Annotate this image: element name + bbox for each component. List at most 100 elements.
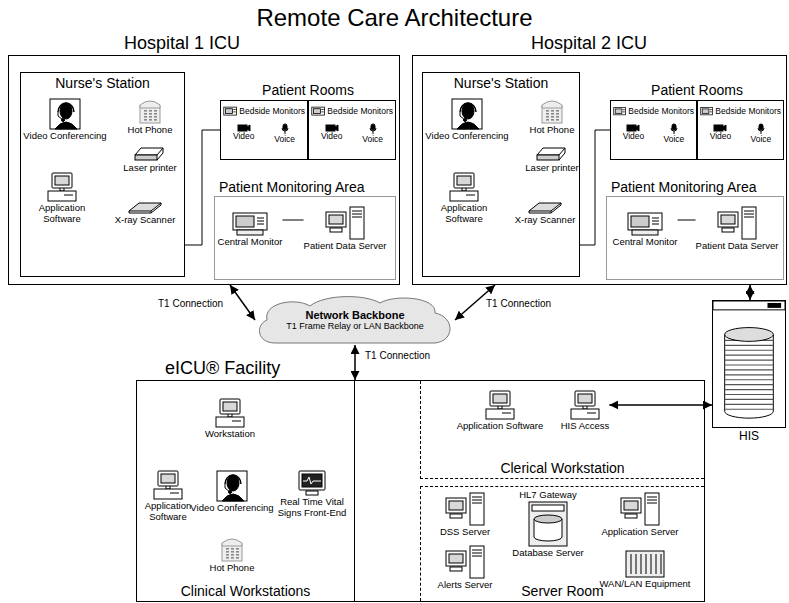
device-label: Application Software [457,421,544,432]
bed-icon [223,105,237,118]
server-icon [445,492,485,526]
edge-label: T1 Connection [363,350,432,362]
device-label: Video Conferencing [23,131,106,142]
room-box: Bedside MonitorsVideo Voice [610,100,697,160]
pc-icon [153,470,183,500]
device-node: Application Software [32,172,92,225]
bed-icon [700,105,713,118]
connector [609,404,712,406]
his-node: HIS [712,300,786,428]
device-label: X-ray Scanner [115,215,176,226]
region-box: eICU® FacilityClinical WorkstationsWorks… [136,380,705,602]
region-heading: Patient Monitoring Area [219,179,365,195]
cloud-subtitle: T1 Frame Relay or LAN Backbone [286,321,424,331]
connector [749,285,751,300]
cmon-icon [232,212,268,236]
region-box: Clinical WorkstationsWorkstationApplicat… [137,381,355,601]
region-heading: Patient Rooms [220,80,396,98]
device-node: Video Conferencing [23,98,106,142]
device-label: Laser printer [525,163,578,174]
connector [677,220,695,221]
edge-label: T1 Connection [156,298,225,310]
device-node: HIS Access [561,390,610,432]
room-box: Bedside MonitorsVideoVoice [308,100,396,160]
mic-icon [369,123,377,135]
vit-icon [297,470,327,496]
region-box: Patient RoomsBedside MonitorsVideoVoiceB… [610,80,784,160]
his-label: HIS [713,430,785,444]
device-label: HL7 Gateway [519,490,577,501]
device-label: HIS Access [561,421,610,432]
phone-icon [138,98,162,124]
device-label: Central Monitor [218,237,283,248]
device-node: DSS Server [440,492,490,538]
device-node: Laser printer [123,146,176,174]
cmon-icon [627,212,663,236]
device-label: Workstation [205,429,255,440]
mic-icon [281,123,289,135]
cam-icon [237,123,251,132]
device-node: Application Software [434,172,494,225]
room-label: Bedside Monitors [327,107,393,117]
device-label: Hot Phone [530,125,575,136]
device-label: Hot Phone [210,563,255,574]
device-label: Video Conferencing [190,503,273,514]
device-node: Real Time Vital Signs Front-End [272,470,352,519]
region-heading: Hospital 1 ICU [124,33,240,54]
region-heading: Patient Monitoring Area [611,179,757,195]
device-label: Database Server [512,548,583,559]
room-label: Voice [362,135,383,145]
vc-icon [451,98,483,130]
device-label: Application Software [32,203,92,225]
device-node: Central Monitor [218,212,283,248]
room-label: Video [623,132,645,142]
connector [282,220,303,221]
device-node: Hot Phone [530,98,575,136]
cam-icon [713,123,727,132]
device-node: Application Server [601,492,678,538]
room-box: Bedside MonitorsVideoVoice [220,100,308,160]
scanner-icon [128,202,162,214]
room-label: Bedside Monitors [628,107,694,117]
room-label: Voice [664,135,685,145]
device-node: Laser printer [525,146,578,174]
region-box: Nurse's StationVideo ConferencingHot Pho… [422,72,580,277]
device-node: Hot Phone [210,536,255,574]
db-icon [528,501,568,547]
phone-icon [540,98,564,124]
network-cloud: Network BackboneT1 Frame Relay or LAN Ba… [255,295,455,345]
region-box: Nurse's StationVideo Conferencing Hot Pho… [20,72,185,277]
device-node: Workstation [205,398,255,440]
pc-icon [570,390,600,420]
server-icon [325,206,365,240]
room-box: Bedside MonitorsVideoVoice [697,100,784,160]
room-label: Video [233,132,255,142]
device-label: Hot Phone [128,125,173,136]
device-node: Video Conferencing [190,470,273,514]
device-node: Alerts Server [438,545,493,591]
mic-icon [757,123,765,135]
cloud-title: Network Backbone [305,309,404,322]
room-label: Video [710,132,732,142]
server-icon [620,492,660,526]
connector [354,345,356,380]
device-label: X-ray Scanner [515,215,576,226]
device-label: Patient Data Server [304,241,387,252]
region-box: Clerical WorkstationApplication Software… [420,381,704,479]
region-heading: Nurse's Station [21,73,184,91]
device-node: Hot Phone [128,98,173,136]
device-label: Laser printer [123,163,176,174]
device-node: Patient Data Server [304,206,387,252]
region-box: Hospital 2 ICUNurse's StationVideo Confe… [412,55,787,285]
region-box: Patient RoomsBedside MonitorsVideoVoiceB… [220,80,396,160]
his-database [713,301,785,427]
connector [230,285,255,320]
cam-icon [626,123,640,132]
phone-icon [220,536,244,562]
device-label: DSS Server [440,527,490,538]
rack-icon [625,550,665,578]
region-heading: Patient Rooms [610,80,784,98]
region-box: Patient Monitoring AreaCentral MonitorPa… [214,196,396,280]
device-node: Video Conferencing [425,98,508,142]
device-label: Real Time Vital Signs Front-End [272,497,352,519]
